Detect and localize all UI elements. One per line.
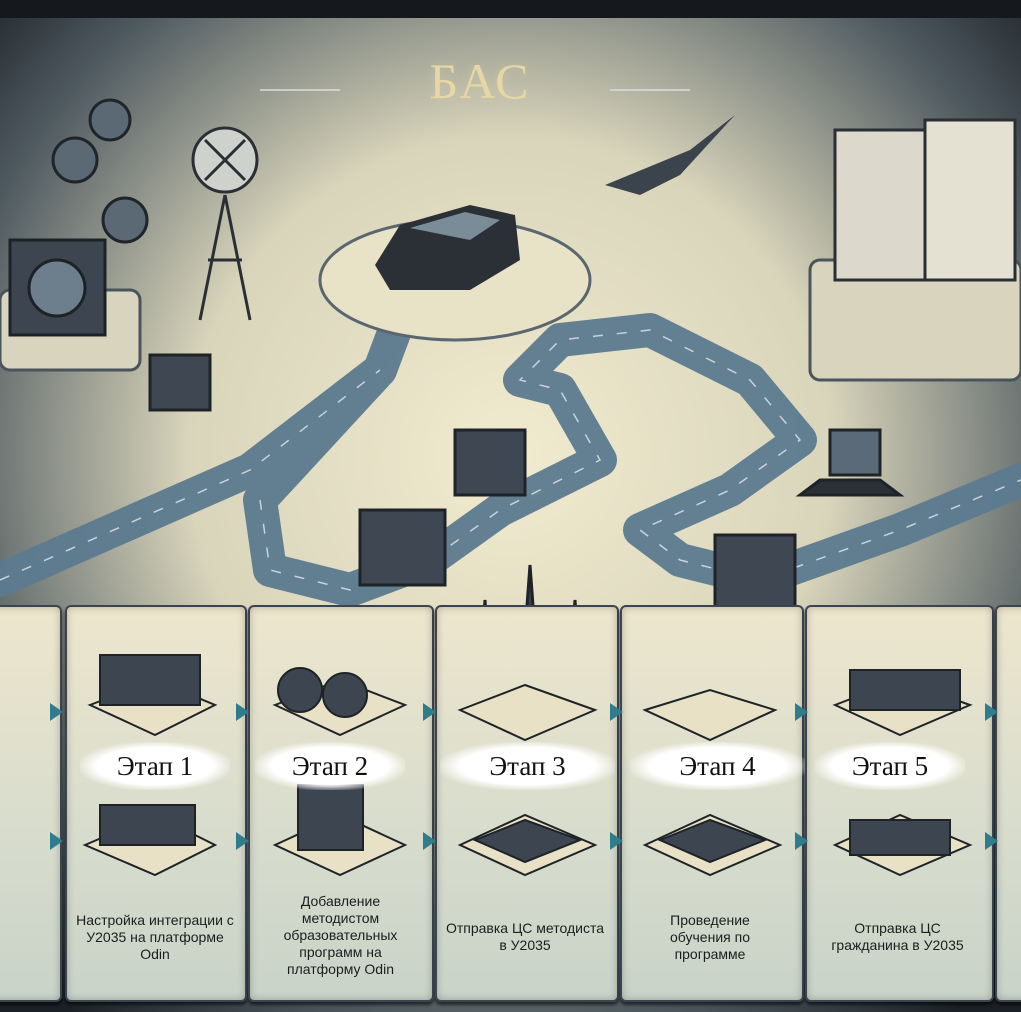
stage-label-5: Этап 5: [815, 742, 965, 790]
coin-icons: [51, 98, 149, 244]
stage-panel-0: [0, 605, 62, 1002]
car-icon: [375, 205, 520, 290]
arrow-icon: [610, 703, 623, 721]
cube-icon: [8, 238, 107, 337]
stage-panel-3: [435, 605, 619, 1002]
stage-label-2: Этап 2: [255, 742, 405, 790]
book-icon: [833, 118, 1017, 282]
stage-description-3: Отправка ЦС методиста в У2035: [445, 920, 605, 953]
arrow-icon: [423, 703, 436, 721]
rocket-icon: [605, 115, 735, 195]
stage-description-2: Добавление методистом образовательных пр…: [283, 893, 398, 977]
stage-description-1: Настройка интеграции с У2035 на платформ…: [76, 912, 234, 962]
arrow-icon: [985, 703, 998, 721]
stage-panel-4: [620, 605, 804, 1002]
stage-label-1: Этап 1: [80, 742, 230, 790]
stage-label-3: Этап 3: [440, 742, 615, 790]
arrow-icon: [423, 832, 436, 850]
tower-icon: [191, 126, 259, 321]
arrow-icon: [610, 832, 623, 850]
arrow-icon: [795, 703, 808, 721]
arrow-icon: [985, 832, 998, 850]
arrow-icon: [50, 703, 63, 721]
stage-description-4: Проведение обучения по программе: [670, 912, 750, 962]
stage-label-4: Этап 4: [630, 742, 805, 790]
server-icons: [148, 353, 797, 612]
stage-description-5: Отправка ЦС гражданина в У2035: [831, 920, 964, 953]
arrow-icon: [50, 832, 63, 850]
page-title: БАС: [429, 53, 531, 109]
laptop-icon: [795, 428, 905, 497]
arrow-icon: [236, 832, 249, 850]
arrow-icon: [236, 703, 249, 721]
arrow-icon: [795, 832, 808, 850]
stage-panel-6: [995, 605, 1021, 1002]
